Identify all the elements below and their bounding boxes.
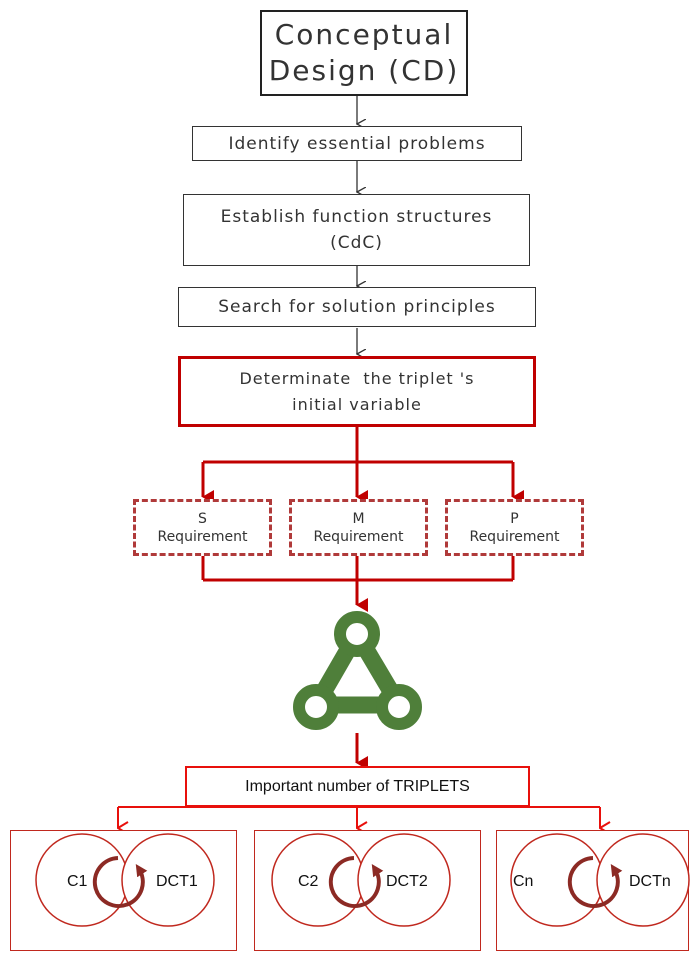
- requirement-p: P Requirement: [445, 499, 584, 556]
- requirement-label: Requirement: [313, 528, 404, 545]
- branch-to-cycles: [117, 806, 600, 828]
- step-solution-principles: Search for solution principles: [178, 287, 536, 327]
- cycle-left-label: Cn: [513, 873, 533, 890]
- requirement-label: Requirement: [157, 528, 248, 545]
- triplet-icon: [293, 611, 422, 730]
- cycle-arrow-icon: [92, 856, 148, 908]
- step-identify-problems: Identify essential problems: [192, 126, 522, 161]
- triplets-box: Important number of TRIPLETS: [185, 766, 530, 807]
- cycle-arrow-icon: [328, 856, 384, 908]
- requirement-letter: S: [198, 510, 207, 527]
- cycle-n: Cn DCTn: [510, 833, 690, 927]
- step-label: initial variable: [292, 394, 422, 414]
- branch-to-requirements: [201, 427, 524, 504]
- requirement-m: M Requirement: [289, 499, 428, 556]
- step-label: Determinate the triplet 's: [239, 368, 475, 388]
- triplets-label: Important number of TRIPLETS: [245, 777, 470, 795]
- step-function-structures: Establish function structures (CdC): [183, 194, 530, 266]
- cycle-right-label: DCT1: [156, 873, 198, 890]
- step-label: Establish function structures: [220, 207, 493, 227]
- title-line-1: Conceptual: [274, 18, 454, 51]
- cycle-right-circle: [121, 833, 215, 927]
- requirement-letter: P: [510, 510, 519, 527]
- cycle-right-circle: [357, 833, 451, 927]
- cycle-arrow-icon: [567, 856, 623, 908]
- cycle-right-label: DCTn: [629, 873, 671, 890]
- step-label: Identify essential problems: [228, 133, 486, 154]
- step-triplet-variable: Determinate the triplet 's initial varia…: [178, 356, 536, 427]
- requirement-s: S Requirement: [133, 499, 272, 556]
- cycle-right-circle: [596, 833, 690, 927]
- step-label: Search for solution principles: [218, 297, 496, 317]
- merge-requirements: [201, 556, 515, 612]
- requirement-letter: M: [352, 510, 365, 527]
- title-line-2: Design (CD): [268, 54, 460, 87]
- cycle-right-label: DCT2: [386, 873, 428, 890]
- cycle-left-label: C2: [298, 873, 319, 890]
- title-box: Conceptual Design (CD): [260, 10, 468, 96]
- step-label: (CdC): [330, 233, 383, 253]
- requirement-label: Requirement: [469, 528, 560, 545]
- cycle-2: C2 DCT2: [271, 833, 451, 927]
- cycle-left-label: C1: [67, 873, 88, 890]
- cycle-1: C1 DCT1: [35, 833, 215, 927]
